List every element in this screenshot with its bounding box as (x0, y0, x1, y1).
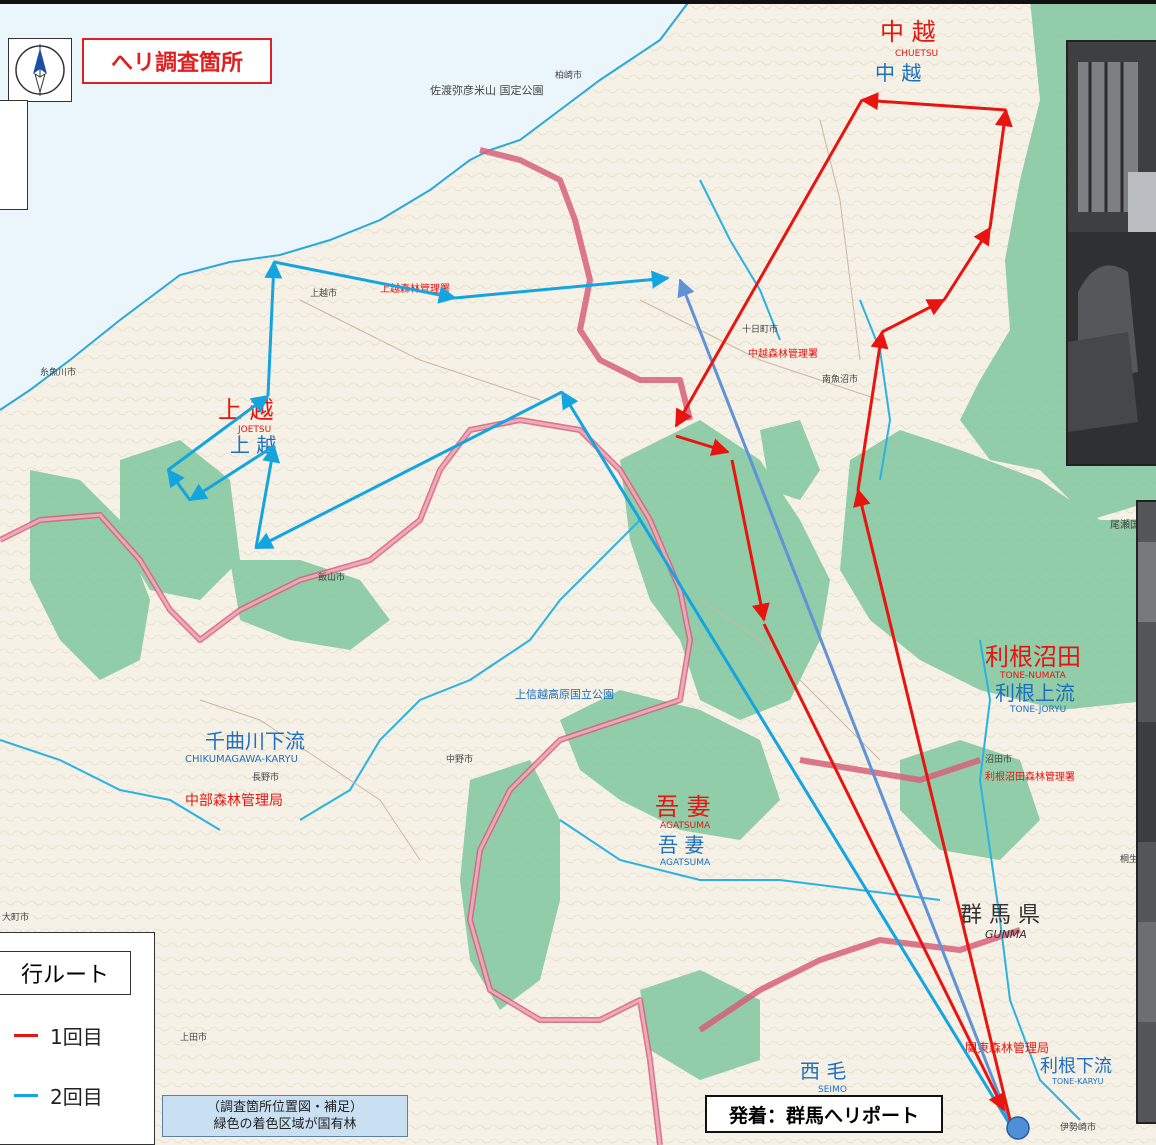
left-edge-panel (0, 100, 28, 210)
svg-text:中野市: 中野市 (446, 753, 473, 765)
svg-text:中 越: 中 越 (875, 61, 921, 85)
svg-text:利根沼田森林管理署: 利根沼田森林管理署 (985, 770, 1075, 783)
route-2 (166, 260, 1014, 1129)
svg-text:AGATSUMA: AGATSUMA (660, 858, 711, 868)
svg-text:AGATSUMA: AGATSUMA (660, 821, 711, 831)
svg-text:SEIMO: SEIMO (818, 1085, 847, 1095)
label-agatsuma: 吾 妻 (655, 793, 711, 821)
note-line-1: （調査箇所位置図・補足） (206, 1100, 363, 1115)
svg-text:上田市: 上田市 (180, 1031, 207, 1043)
svg-text:CHUETSU: CHUETSU (895, 49, 938, 59)
svg-text:TONE-JORYU: TONE-JORYU (1009, 705, 1066, 715)
legend-title: 行ルート (0, 951, 131, 995)
svg-text:上信越高原国立公園: 上信越高原国立公園 (515, 687, 614, 701)
svg-text:長野市: 長野市 (252, 771, 279, 783)
legend-item-route-1: 1回目 (14, 1021, 103, 1050)
svg-text:中越森林管理署: 中越森林管理署 (748, 347, 818, 360)
svg-text:CHIKUMAGAWA-KARYU: CHIKUMAGAWA-KARYU (185, 754, 298, 765)
legend-swatch-red (14, 1034, 38, 1037)
svg-text:TONE-NUMATA: TONE-NUMATA (999, 671, 1067, 681)
label-tone-joryu: 利根上流 (995, 681, 1075, 705)
svg-text:上越市: 上越市 (310, 287, 337, 299)
transit-line (677, 278, 1014, 1129)
svg-text:飯山市: 飯山市 (318, 571, 345, 583)
label-tone-numata: 利根沼田 (985, 643, 1081, 671)
svg-text:南魚沼市: 南魚沼市 (822, 373, 858, 385)
svg-text:沼田市: 沼田市 (985, 753, 1012, 765)
map-note: （調査箇所位置図・補足） 緑色の着色区域が国有林 (162, 1095, 408, 1137)
svg-text:伊勢崎市: 伊勢崎市 (1060, 1121, 1096, 1133)
legend-item-route-2: 2回目 (14, 1081, 103, 1110)
label-gunma-ken: 群 馬 県 (960, 903, 1040, 928)
route-1 (674, 92, 1014, 1129)
svg-text:吾 妻: 吾 妻 (658, 833, 704, 857)
svg-text:JOETSU: JOETSU (237, 425, 271, 435)
heliport-label: 発着：群馬へリポート (705, 1095, 943, 1133)
label-chubu-office: 中部森林管理局 (185, 793, 283, 809)
photo-panel-lower (1136, 500, 1156, 1124)
label-joetsu: 上 越 (218, 396, 274, 424)
svg-text:佐渡弥彦米山 国定公園: 佐渡弥彦米山 国定公園 (430, 83, 544, 97)
svg-text:関東森林管理局: 関東森林管理局 (965, 1040, 1049, 1055)
roads (199, 119, 881, 861)
svg-text:尾瀬国: 尾瀬国 (1110, 519, 1140, 531)
coastline (0, 0, 691, 411)
note-line-2: 緑色の着色区域が国有林 (213, 1117, 357, 1132)
map-title: へリ調査箇所 (82, 38, 272, 84)
rivers (0, 179, 1081, 1121)
svg-text:柏崎市: 柏崎市 (555, 69, 582, 81)
svg-text:GUNMA: GUNMA (985, 928, 1027, 941)
svg-text:TONE-KARYU: TONE-KARYU (1051, 1077, 1104, 1086)
svg-text:十日町市: 十日町市 (742, 323, 778, 335)
north-arrow-icon (8, 38, 72, 102)
svg-text:大町市: 大町市 (2, 911, 29, 923)
heliport-marker (1006, 1116, 1030, 1140)
label-chikuma-karyu: 千曲川下流 (205, 729, 305, 753)
legend: 行ルート 1回目 2回目 (0, 932, 155, 1145)
label-seimo: 西 毛 (800, 1059, 846, 1083)
sea-area (0, 0, 690, 410)
area-labels: 中 越 CHUETSU 中 越 上 越 JOETSU 上 越 利根沼田 TONE… (2, 18, 1147, 1133)
svg-text:糸魚川市: 糸魚川市 (40, 366, 76, 378)
photo-panel-upper (1066, 40, 1156, 466)
label-chuetsu: 中 越 (880, 18, 936, 46)
label-tone-karyu: 利根下流 (1040, 1056, 1112, 1077)
svg-text:上 越: 上 越 (230, 433, 276, 457)
legend-swatch-blue (14, 1094, 38, 1097)
